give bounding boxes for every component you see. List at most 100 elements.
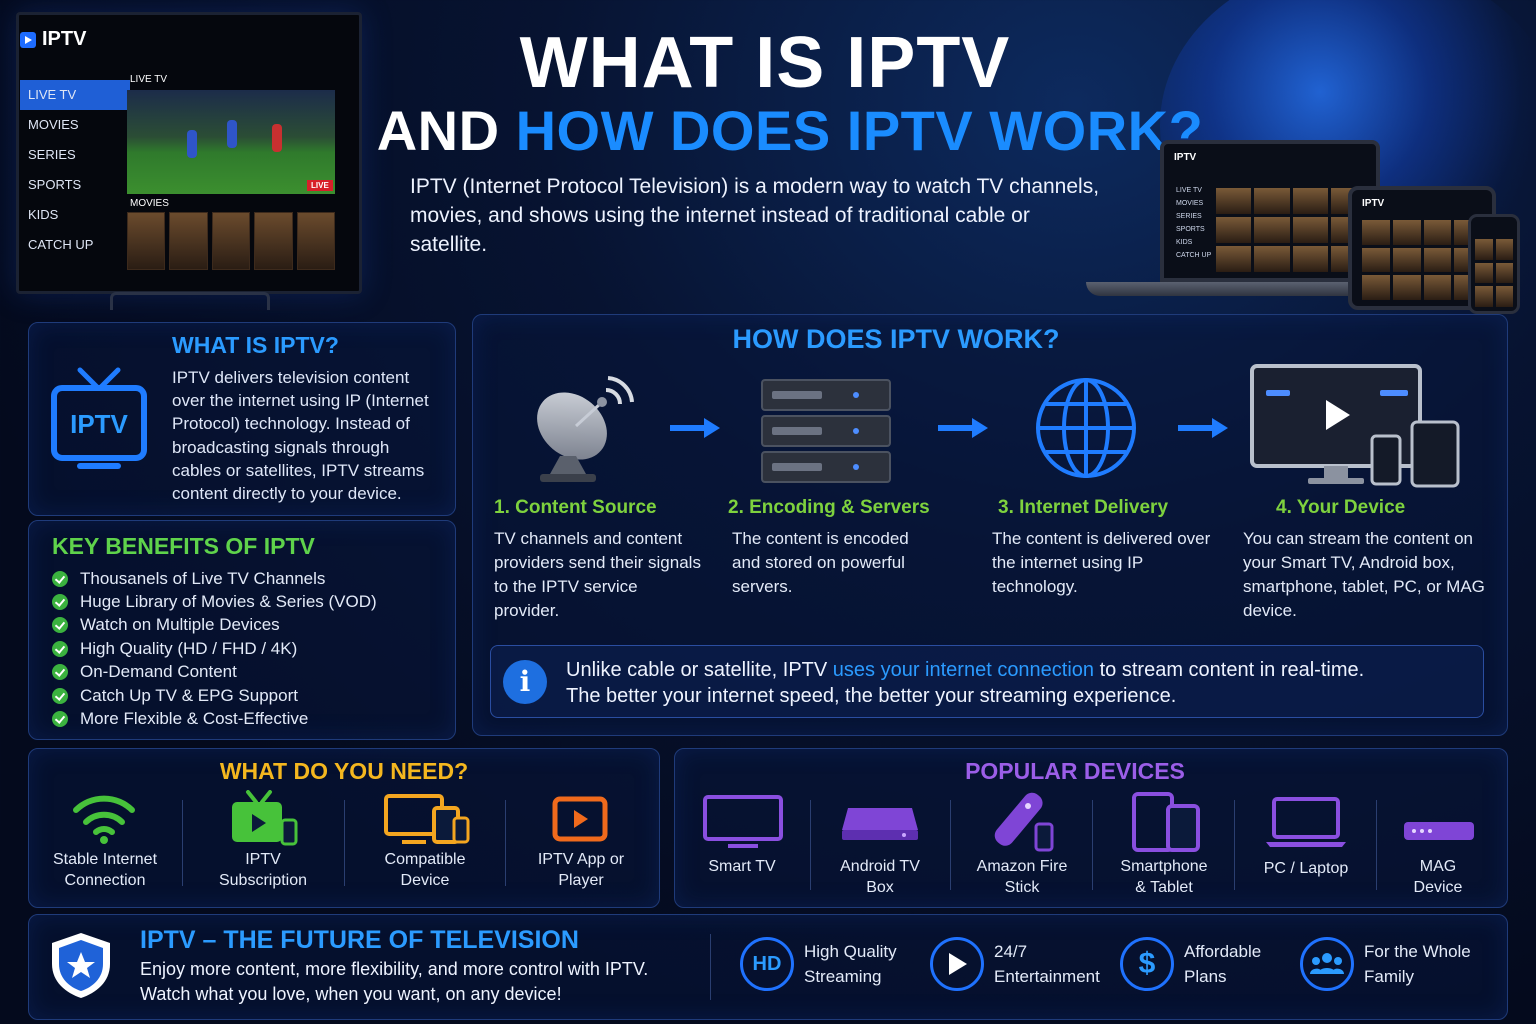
list-item: On-Demand Content [52,661,377,684]
laptop-menu-item: KIDS [1176,239,1193,246]
movie-poster [169,212,208,270]
step-title: 4. Your Device [1276,497,1406,518]
play-icon [930,937,984,991]
globe-icon [1036,378,1136,478]
tablet-poster-grid [1362,220,1482,300]
tv-menu-item: MOVIES [28,117,79,132]
device-item: Smartphone& Tablet [1120,858,1208,896]
what-is-title: WHAT IS IPTV? [172,332,339,358]
tv-icon: IPTV [51,367,147,469]
phone-mockup [1468,214,1520,314]
laptop-menu: LIVE TV MOVIES SERIES SPORTS KIDS CATCH … [1176,184,1211,262]
movie-poster [211,212,251,270]
shield-icon [52,933,110,998]
tv-menu-item: CATCH UP [28,237,94,252]
benefits-title: KEY BENEFITS OF IPTV [52,533,315,559]
divider [182,800,183,886]
what-is-iptv-panel [28,322,456,516]
divider [1234,800,1235,890]
smart-tv-icon [703,795,783,848]
check-icon [52,594,68,611]
device-item: PC / Laptop [1263,860,1349,877]
what-is-text: IPTV delivers television content over th… [172,368,429,504]
tv-icon-label: IPTV [70,409,128,439]
device-item: Smart TV [708,858,776,875]
step-text: The content is delivered over the intern… [992,529,1211,596]
dollar-icon: $ [1120,937,1174,991]
tv-menu-item: SERIES [28,147,76,162]
list-item: Thousanels of Live TV Channels [52,567,377,590]
play-logo-icon [20,31,36,48]
list-item: Catch Up TV & EPG Support [52,684,377,707]
step-text: The content is encoded and stored on pow… [732,529,909,596]
laptop-menu-item: SPORTS [1176,226,1205,233]
page-subtitle: AND HOW DOES IPTV WORK? [376,99,1204,162]
tv-menu-item: SPORTS [28,177,82,192]
laptop-app-logo: IPTV [1174,152,1197,163]
tv-menu: LIVE TV MOVIES SERIES SPORTS KIDS CATCH … [20,80,130,260]
satellite-dish-icon [537,376,634,482]
divider [344,800,345,886]
divider [1376,800,1377,890]
divider [1092,800,1093,890]
step-title: 1. Content Source [494,497,657,518]
arrow-right-icon [670,418,720,438]
smartphone-tablet-icon [1132,792,1200,852]
info-text: Unlike cable or satellite, IPTV uses you… [566,659,1365,707]
wifi-icon [73,795,135,844]
step-title: 3. Internet Delivery [998,497,1169,518]
future-text: Enjoy more content, more flexibility, an… [140,959,649,1004]
subscription-tv-icon [232,790,298,846]
how-title: HOW DOES IPTV WORK? [732,324,1060,354]
step-title: 2. Encoding & Servers [728,497,930,518]
laptop-menu-item: MOVIES [1176,200,1204,207]
laptop-menu-item: CATCH UP [1176,252,1212,259]
laptop-poster-grid [1216,188,1366,272]
tv-menu-item: KIDS [28,207,59,222]
laptop-menu-item: SERIES [1176,213,1202,220]
devices-title: POPULAR DEVICES [965,758,1185,784]
future-title: IPTV – THE FUTURE OF TELEVISION [140,926,579,954]
list-item: Watch on Multiple Devices [52,614,377,637]
laptop-icon [1266,797,1346,847]
laptop-base [1086,282,1386,296]
compatible-device-icon [384,794,470,844]
info-icon: i [503,660,547,704]
laptop-menu-item: LIVE TV [1176,187,1202,194]
info-box [490,645,1484,718]
fire-stick-remote-icon [994,792,1054,852]
need-title: WHAT DO YOU NEED? [219,758,469,784]
check-icon [52,617,68,634]
tv-app-logo: IPTV [20,28,86,51]
step-text: You can stream the content on your Smart… [1243,529,1485,620]
popular-devices-panel [674,748,1508,908]
movie-poster [296,212,336,270]
divider [505,800,506,886]
people-group-icon [1310,953,1344,974]
live-badge: LIVE [307,180,333,191]
divider [810,800,811,890]
check-icon [52,711,68,728]
mag-box-icon [1404,822,1474,840]
list-item: High Quality (HD / FHD / 4K) [52,637,377,660]
divider [950,800,951,890]
benefits-list: Thousanels of Live TV Channels Huge Libr… [52,567,377,731]
movie-poster [127,212,166,270]
movie-poster [254,212,293,270]
movie-posters [127,212,336,270]
step-text: TV channels and content providers send t… [494,529,701,620]
list-item: More Flexible & Cost-Effective [52,707,377,730]
intro-text: IPTV (Internet Protocol Television) is a… [410,175,1100,256]
android-box-icon [842,808,918,840]
check-icon [52,687,68,704]
football-match-image [127,90,335,194]
arrow-right-icon [1178,418,1228,438]
